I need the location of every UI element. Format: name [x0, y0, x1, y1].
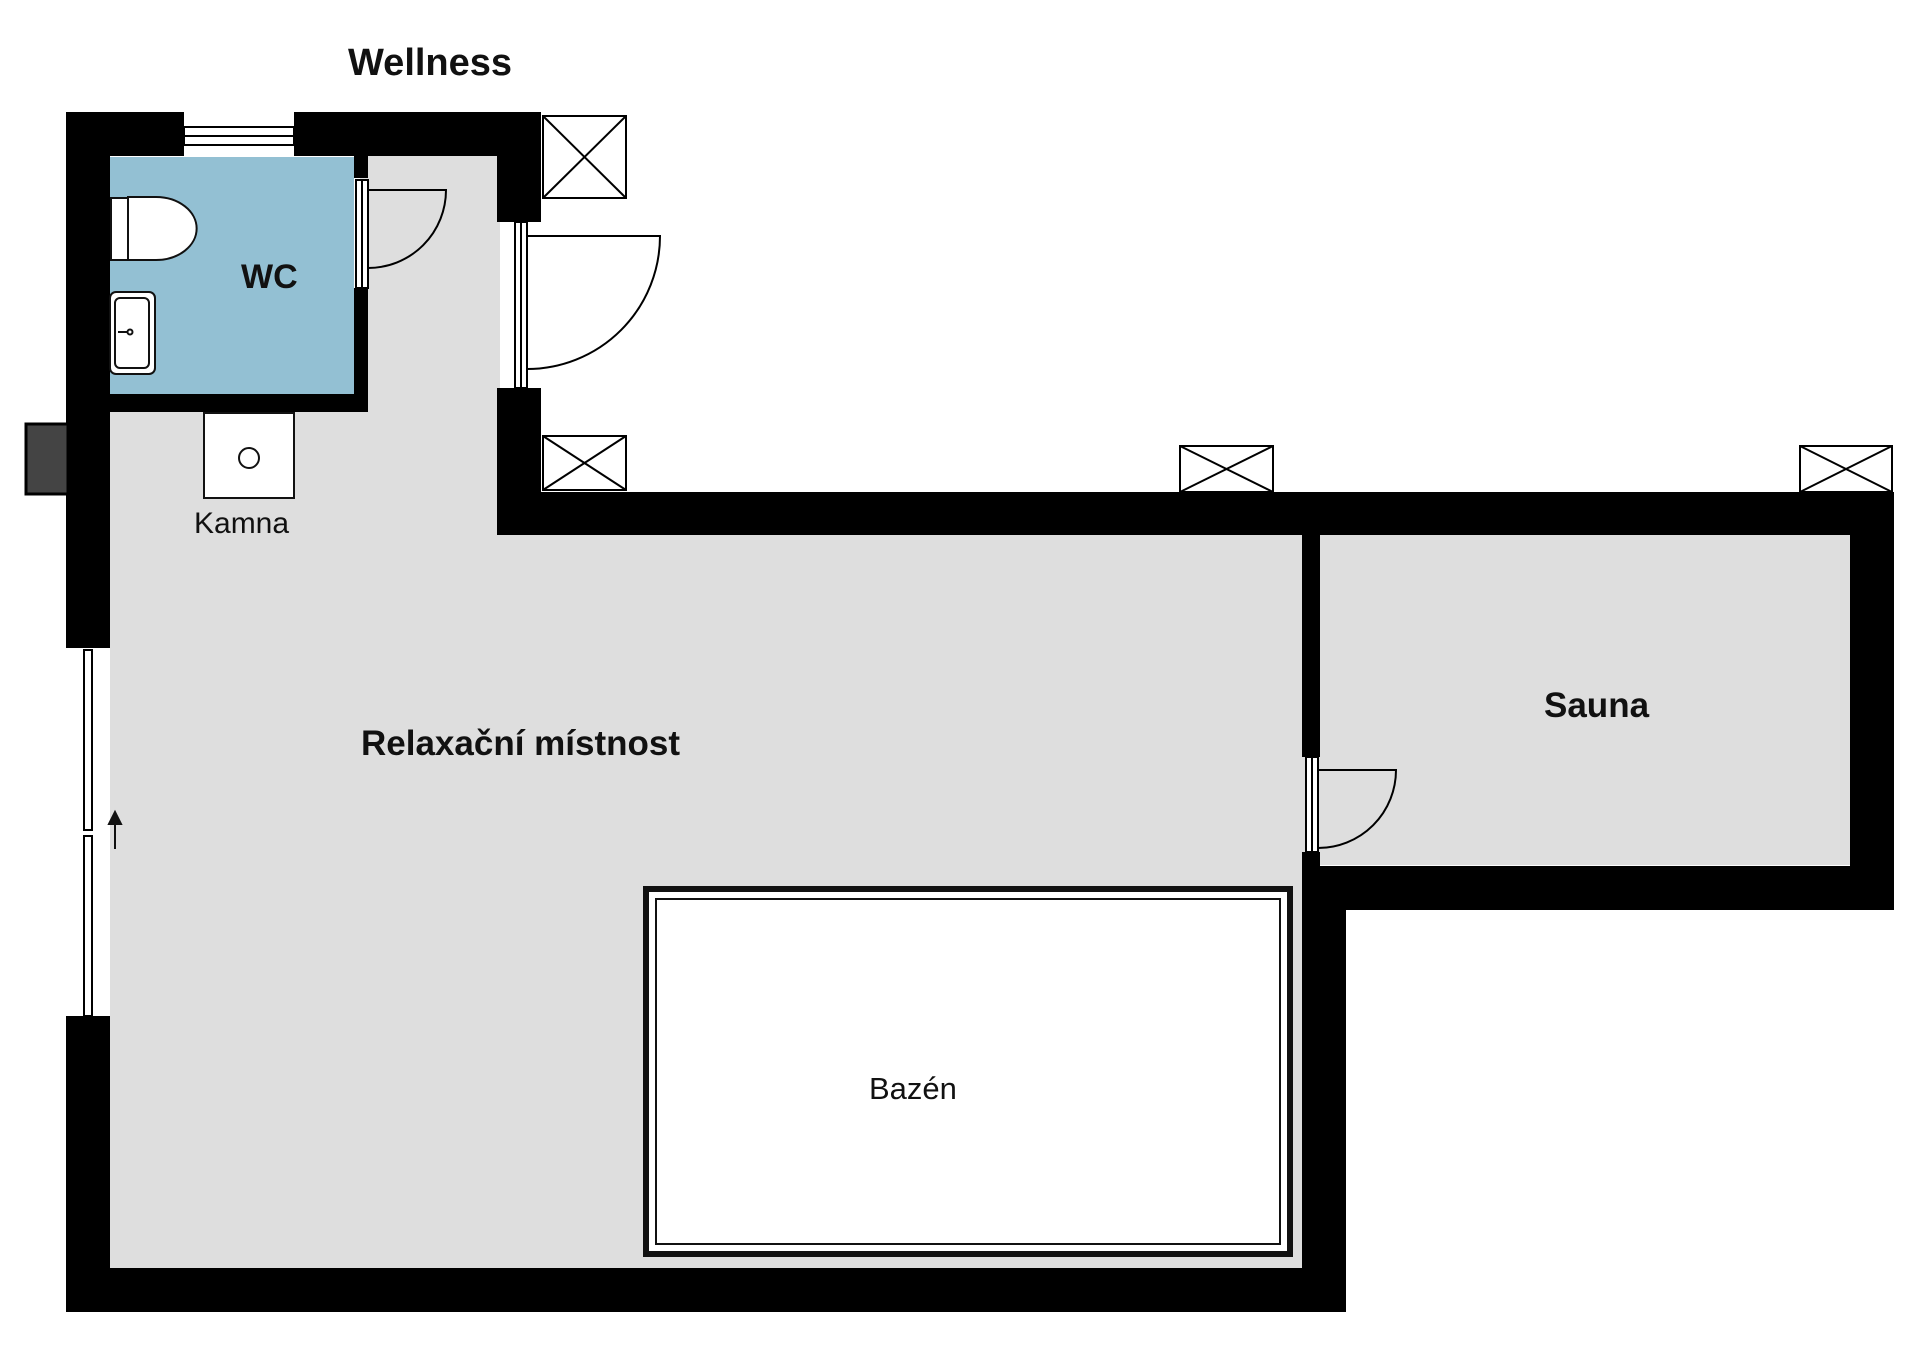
- pool-inner: [655, 898, 1281, 1245]
- toilet-icon: [110, 196, 198, 261]
- stove-icon: [203, 412, 295, 499]
- exterior-light-icons: [542, 115, 1893, 493]
- chimney: [24, 422, 70, 496]
- sink-icon: [109, 291, 156, 375]
- entry-gap: [90, 650, 110, 1016]
- sauna-room-label: Sauna: [1544, 686, 1650, 725]
- entry-arrow-icon: [107, 809, 123, 849]
- plan-title: Wellness: [348, 42, 513, 84]
- window-icon: [83, 126, 295, 1017]
- pool-outline: [643, 886, 1293, 1257]
- sauna-room-floor: [1320, 535, 1852, 865]
- wc-room-label: WC: [241, 258, 298, 296]
- relax-room-label: Relaxační místnost: [361, 724, 680, 763]
- door-icon: [355, 179, 1398, 853]
- pool-label: Bazén: [869, 1071, 957, 1106]
- stove-label: Kamna: [194, 507, 290, 540]
- walls: [66, 112, 1894, 1312]
